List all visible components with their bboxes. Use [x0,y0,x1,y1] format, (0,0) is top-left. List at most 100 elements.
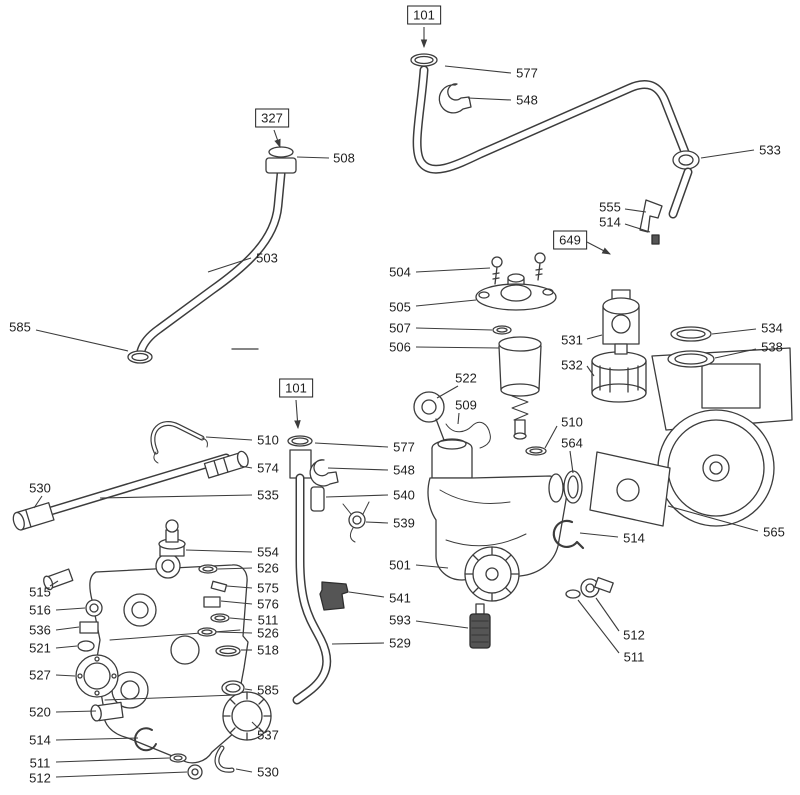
part-label-526: 526 [257,625,279,641]
leader-line-577 [444,65,512,74]
leader-line-576 [220,600,253,605]
part-label-511: 511 [623,649,645,665]
leader-line-533 [700,149,755,159]
part-label-548: 548 [516,92,538,108]
part-label-510: 510 [561,414,583,430]
leader-line-521 [55,645,78,649]
leader-line-555 [624,208,647,213]
leader-line-540 [325,494,389,498]
leader-line-536 [55,626,80,631]
leader-line-511 [577,599,620,654]
leader-line-511 [229,617,253,621]
part-label-503: 503 [256,250,278,266]
part-label-514: 514 [623,530,645,546]
leader-line-554 [185,549,253,553]
leader-line-509 [457,412,460,425]
part-label-511: 511 [29,755,51,771]
part-label-555: 555 [599,199,621,215]
part-label-564: 564 [561,435,583,451]
part-label-514: 514 [599,214,621,230]
part-label-527: 527 [29,667,51,683]
part-label-507: 507 [389,320,411,336]
leader-line-577 [314,442,389,448]
part-label-505: 505 [389,299,411,315]
leader-line-565 [667,505,759,532]
leader-line-649 [584,240,611,255]
part-label-515: 515 [29,584,51,600]
part-label-501: 501 [389,557,411,573]
part-label-512: 512 [29,770,51,786]
part-label-526: 526 [257,560,279,576]
part-label-593: 593 [389,612,411,628]
part-label-576: 576 [257,596,279,612]
leader-line-501 [415,564,449,569]
leader-line-503 [207,257,252,273]
part-label-101-boxed: 101 [279,378,313,398]
part-label-530: 530 [29,480,51,496]
part-label-554: 554 [257,544,279,560]
part-label-537: 537 [257,727,279,743]
leader-line-522 [436,385,459,399]
part-label-649-boxed: 649 [553,230,587,250]
leader-line-534 [711,328,757,335]
leader-line-516 [55,607,86,611]
part-label-510: 510 [257,432,279,448]
leader-line-585 [244,688,253,691]
leader-line-526 [217,567,253,570]
part-label-506: 506 [389,339,411,355]
leader-line-514 [55,737,139,741]
part-label-522: 522 [455,370,477,386]
leader-line-530 [33,495,43,509]
part-label-538: 538 [761,339,783,355]
part-label-520: 520 [29,704,51,720]
leader-line-527 [55,674,76,677]
part-label-565: 565 [763,524,785,540]
leader-line-548 [467,97,512,101]
leader-line-514 [579,532,619,538]
leader-line-529 [331,642,385,645]
leader-line-508 [296,156,330,159]
part-label-516: 516 [29,602,51,618]
part-label-511: 511 [257,612,279,628]
leader-line-539 [365,521,389,524]
part-label-101-boxed: 101 [407,5,441,25]
leader-line-537 [251,721,259,729]
part-label-541: 541 [389,590,411,606]
leader-line-564 [569,450,574,474]
part-label-327-boxed: 327 [255,108,289,128]
part-label-540: 540 [393,487,415,503]
part-label-577: 577 [516,65,538,81]
leader-line-510 [205,436,253,441]
leader-line-515 [49,580,59,587]
leader-line-575 [226,585,253,589]
part-label-514: 514 [29,732,51,748]
part-label-577: 577 [393,439,415,455]
leader-line-530 [235,768,253,773]
part-label-531: 531 [561,332,583,348]
part-label-512: 512 [623,627,645,643]
leader-line-512 [595,597,620,632]
leader-line-520 [55,710,97,713]
leader-line-535 [99,494,253,499]
leader-line-538 [714,348,757,359]
leader-line-541 [348,591,385,598]
leader-line-505 [415,299,477,307]
leader-line-512 [55,771,188,778]
part-label-530: 530 [257,764,279,780]
leader-line-514 [624,223,651,233]
part-label-532: 532 [561,357,583,373]
leader-line-101 [294,399,301,430]
leader-line-548 [327,467,389,471]
part-label-521: 521 [29,640,51,656]
leader-line-593 [415,620,469,629]
part-label-508: 508 [333,150,355,166]
part-label-535: 535 [257,487,279,503]
part-label-533: 533 [759,142,781,158]
part-label-585: 585 [9,319,31,335]
part-label-548: 548 [393,462,415,478]
part-label-536: 536 [29,622,51,638]
